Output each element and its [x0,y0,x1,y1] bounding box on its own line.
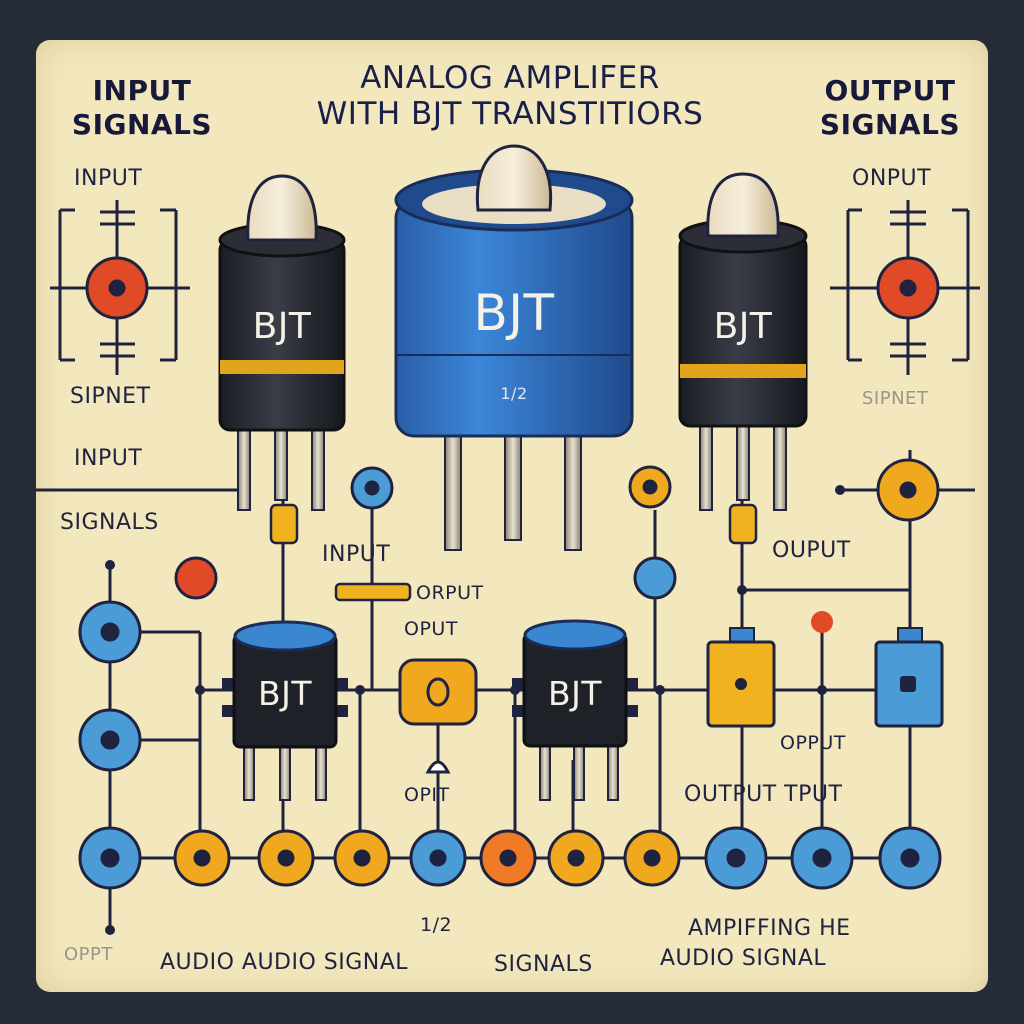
bjt-marking-center: 1/2 [500,384,528,403]
label-input-left-mid: INPUT [74,446,143,471]
label-output-tput: OUTPUT TPUT [684,782,843,807]
bjt-label-large-left: BJT [252,306,312,347]
bjt-large-left [218,174,346,511]
label-audio-audio-signal: AUDIO AUDIO SIGNAL [160,950,409,975]
label-signals-bottom: SIGNALS [494,952,593,977]
label-input-left-top: INPUT [74,166,143,191]
label-ampiffing: AMPIFFING HE [688,916,851,941]
label-audio-signal-bottom: AUDIO SIGNAL [660,946,827,971]
right-header-line-2: SIGNALS [819,108,961,141]
label-opput: OPPUT [780,732,846,754]
label-sipnet-left: SIPNET [70,384,151,409]
label-input-center: INPUT [322,542,391,567]
label-signals-left: SIGNALS [60,510,159,535]
left-header-line-2: SIGNALS [71,108,213,141]
orange-component-center [398,658,478,774]
resistors [269,503,758,602]
bjt-large-center [394,144,634,551]
right-header-line-1: OUTPUT [824,74,956,107]
label-ouput-right: OUPUT [772,538,851,563]
nodes [78,256,942,890]
label-oppt-corner: OPPT [64,944,113,965]
junction-dots [105,485,845,935]
title-line-2: WITH BJT TRANSTITIORS [316,96,704,132]
label-onput-right-top: ONPUT [852,166,932,191]
left-header-line-1: INPUT [92,74,192,107]
label-number-12: 1/2 [420,914,453,936]
orange-block-right [706,627,776,728]
bjt-large-right [678,172,808,511]
bjt-label-ic-left: BJT [257,674,313,713]
bjt-label-large-center: BJT [473,284,555,342]
bjt-ic-left [222,620,348,801]
bjt-ic-center [512,619,638,801]
label-opit: OPIT [404,784,450,806]
label-orput: ORPUT [416,582,484,604]
label-oput-center: OPUT [404,618,458,640]
blue-block-right [874,627,944,728]
title-line-1: ANALOG AMPLIFER [360,60,660,96]
label-sipnet-right: SIPNET [862,388,929,409]
bjt-label-large-right: BJT [713,306,773,347]
bjt-label-ic-center: BJT [547,674,603,713]
